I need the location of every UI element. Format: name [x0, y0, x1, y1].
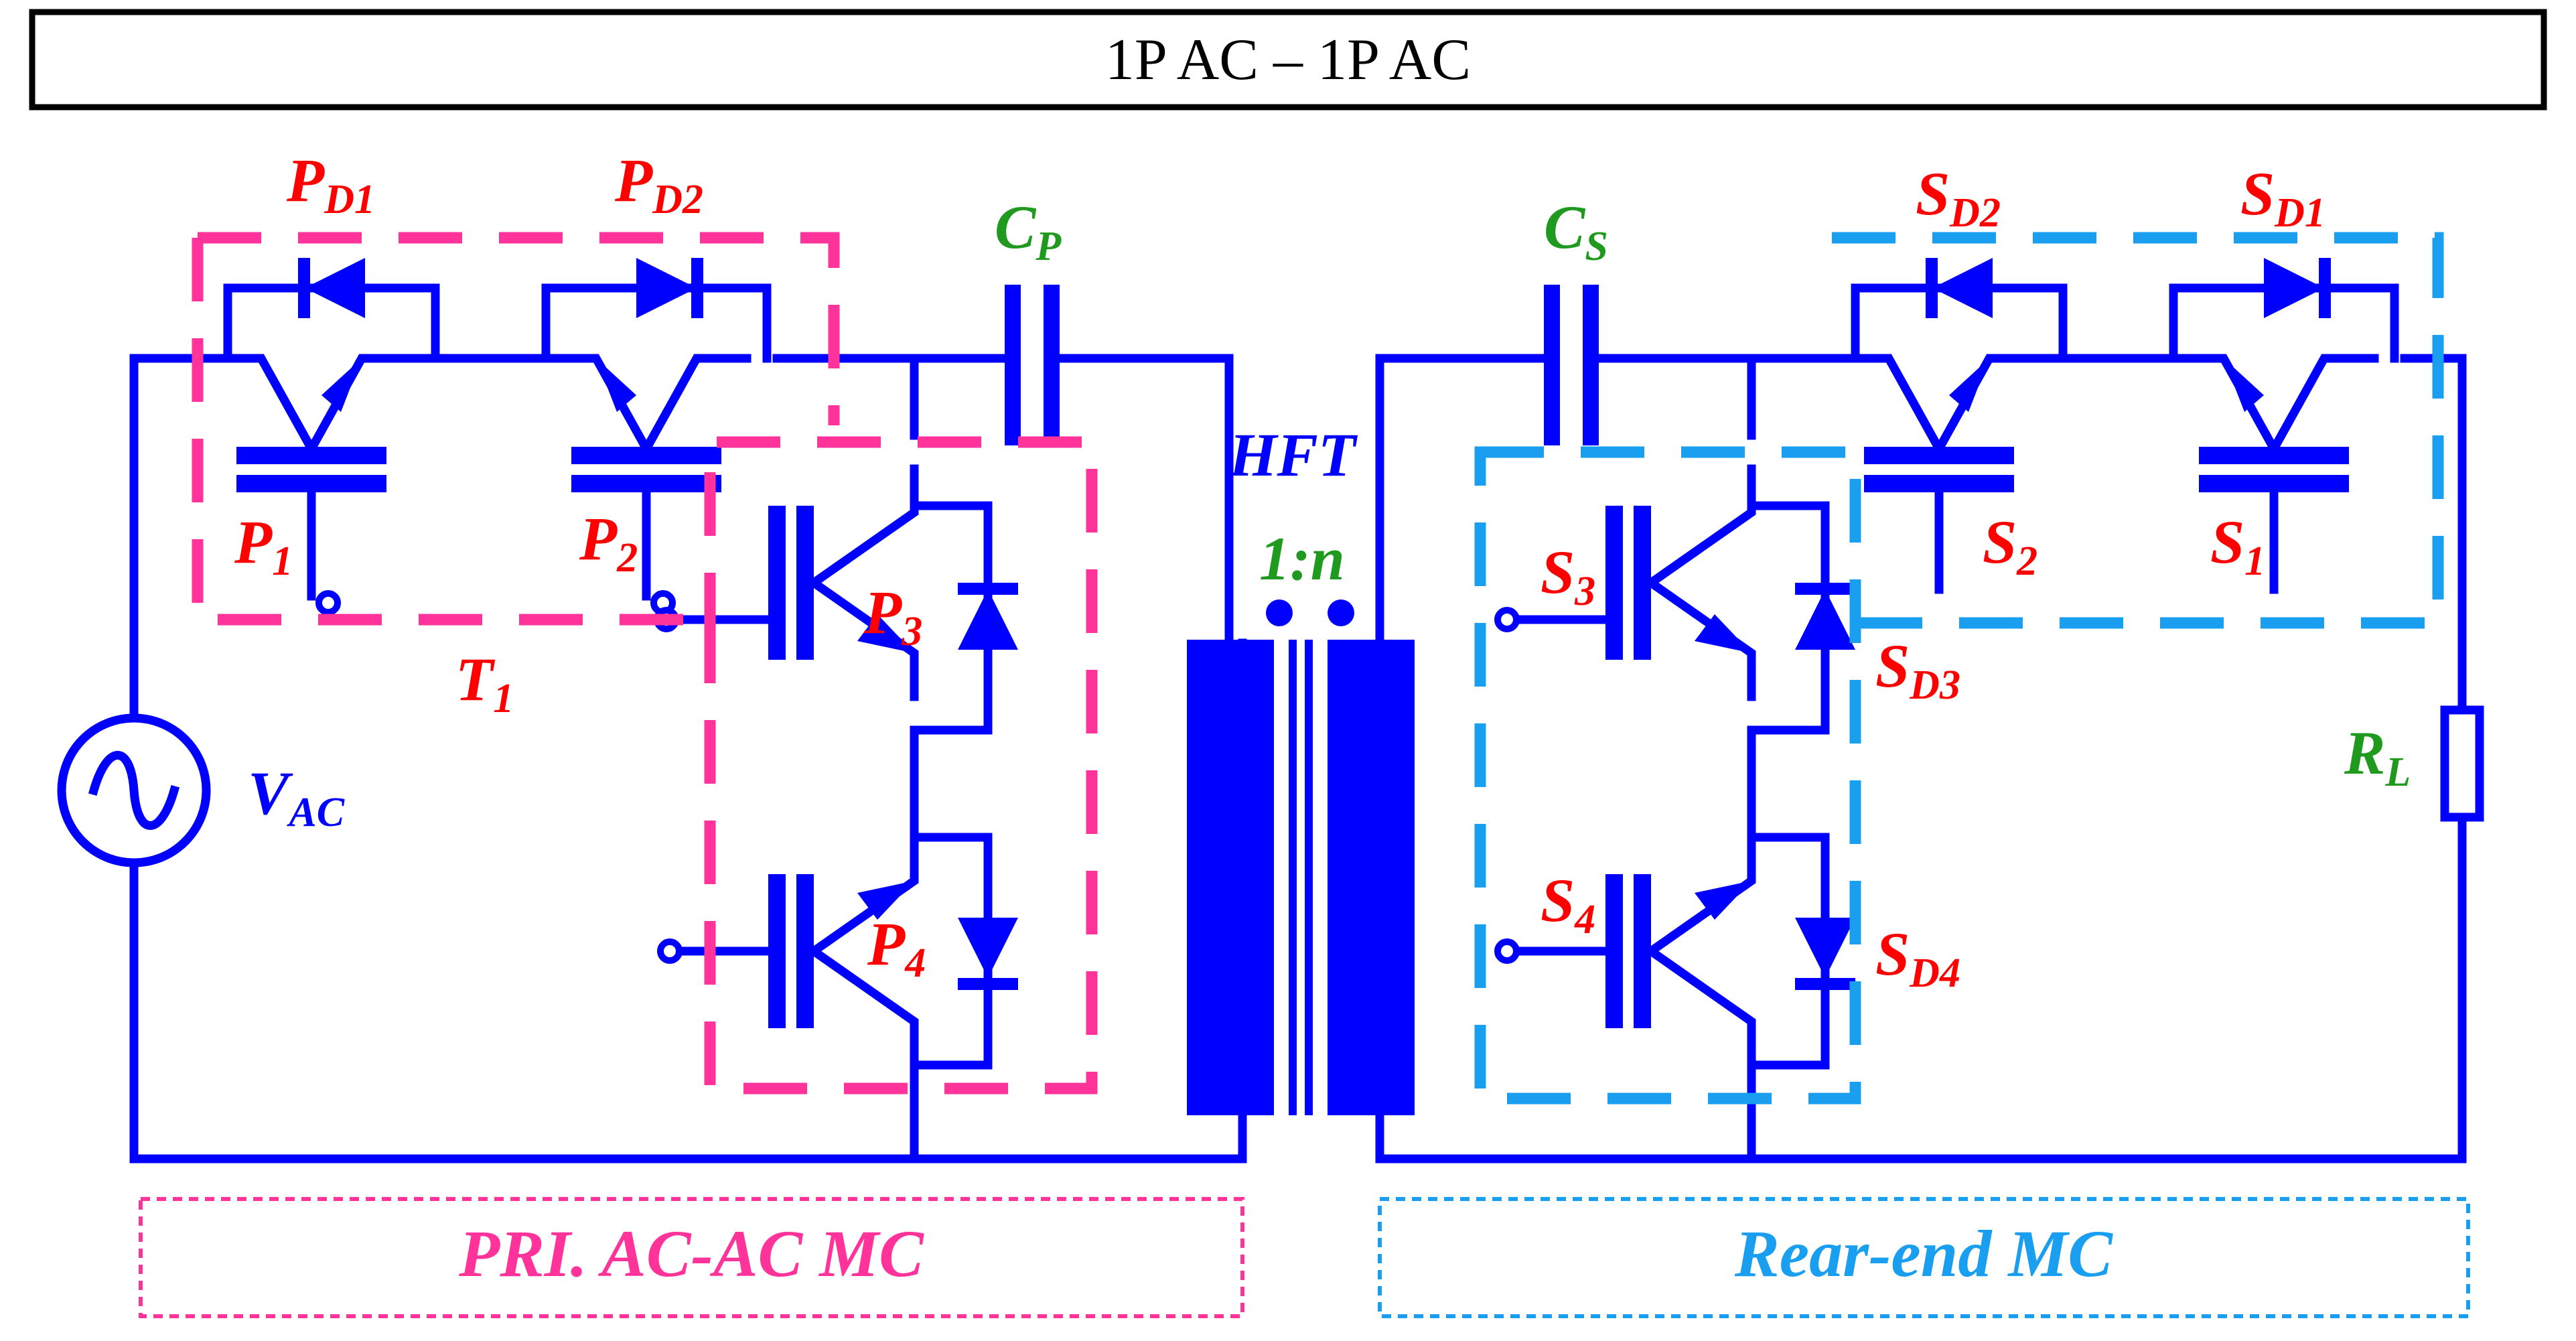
load-resistor — [2440, 705, 2484, 822]
label-cs: CS — [1544, 193, 1608, 269]
primary-box-label: PRI. AC-AC MC — [458, 1216, 924, 1291]
secondary-wiring — [1375, 354, 2467, 1163]
diagram-title: 1P AC – 1P AC — [1105, 27, 1471, 92]
label-sd1: SD1 — [2240, 159, 2325, 236]
label-rl: RL — [2344, 719, 2411, 795]
label-cp: CP — [995, 193, 1062, 269]
secondary-group-outline — [1474, 232, 2444, 1105]
label-vac: VAC — [248, 759, 345, 835]
capacitor-cs — [1544, 285, 1599, 445]
secondary-bidirectional-switch — [1839, 258, 2399, 594]
capacitor-cp — [1005, 285, 1060, 445]
label-hft: HFT — [1228, 421, 1358, 489]
label-sd2: SD2 — [1916, 159, 2001, 236]
label-sd4: SD4 — [1875, 920, 1960, 996]
title-box: 1P AC – 1P AC — [29, 9, 2547, 111]
hf-transformer — [1187, 599, 1415, 1115]
label-p2: P2 — [579, 504, 638, 581]
label-p3: P3 — [863, 578, 922, 654]
rear-label-box: Rear-end MC — [1378, 1197, 2470, 1318]
rear-box-label: Rear-end MC — [1734, 1216, 2113, 1291]
label-ratio: 1:n — [1259, 524, 1345, 593]
label-s1: S1 — [2210, 508, 2265, 584]
label-pd1: PD1 — [286, 146, 375, 222]
label-s3: S3 — [1541, 538, 1595, 614]
label-s4: S4 — [1541, 866, 1595, 942]
component-labels: PD1 PD2 CP CS SD2 SD1 P1 P2 T1 P3 P4 VAC… — [234, 146, 2411, 996]
label-p1: P1 — [234, 508, 293, 584]
primary-label-box: PRI. AC-AC MC — [139, 1197, 1244, 1318]
primary-group-outline — [192, 232, 1098, 1095]
ac-source — [57, 713, 211, 867]
label-s2: S2 — [1983, 508, 2037, 584]
label-t1: T1 — [455, 645, 514, 721]
label-pd2: PD2 — [614, 146, 703, 222]
secondary-half-bridge — [1494, 469, 1855, 1070]
label-p4: P4 — [867, 910, 926, 986]
label-sd3: SD3 — [1875, 632, 1960, 708]
sine-wave-icon — [88, 751, 180, 830]
primary-bidirectional-switch — [211, 258, 772, 616]
